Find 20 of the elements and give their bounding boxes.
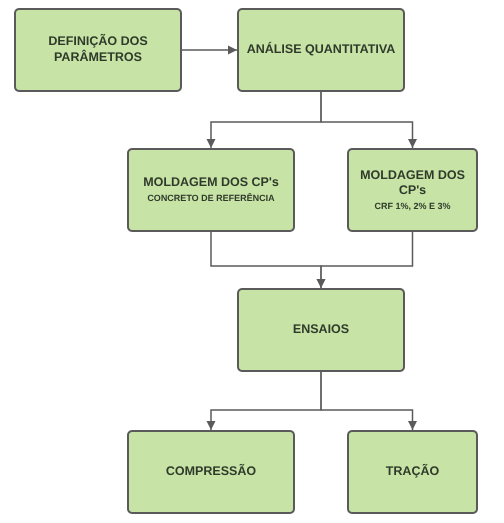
- compression-box: [127, 430, 295, 514]
- box-heading: ENSAIOS: [292, 322, 350, 338]
- box-heading: MOLDAGEM DOS CP's: [359, 168, 466, 199]
- definition-box: [14, 8, 182, 92]
- box-heading: MOLDAGEM DOS CP's: [143, 175, 279, 191]
- molding-box: [127, 148, 295, 232]
- tests-box: [237, 288, 405, 372]
- arrow: [316, 232, 414, 288]
- box-heading: COMPRESSÃO: [166, 464, 256, 480]
- arrow: [320, 372, 417, 430]
- tension-box: [347, 430, 478, 514]
- box-heading: ANÁLISE QUANTITATIVA: [246, 42, 396, 58]
- box-heading: TRAÇÃO: [386, 464, 440, 480]
- molding-box: [347, 148, 478, 232]
- analysis-box: [237, 8, 405, 92]
- box-heading: DEFINIÇÃO DOS PARÂMETROS: [47, 34, 149, 66]
- arrow: [182, 46, 237, 54]
- box-subtext: CRF 1%, 2% E 3%: [374, 200, 451, 212]
- arrow: [320, 92, 417, 148]
- box-subtext: CONCRETO DE REFERÊNCIA: [147, 192, 275, 205]
